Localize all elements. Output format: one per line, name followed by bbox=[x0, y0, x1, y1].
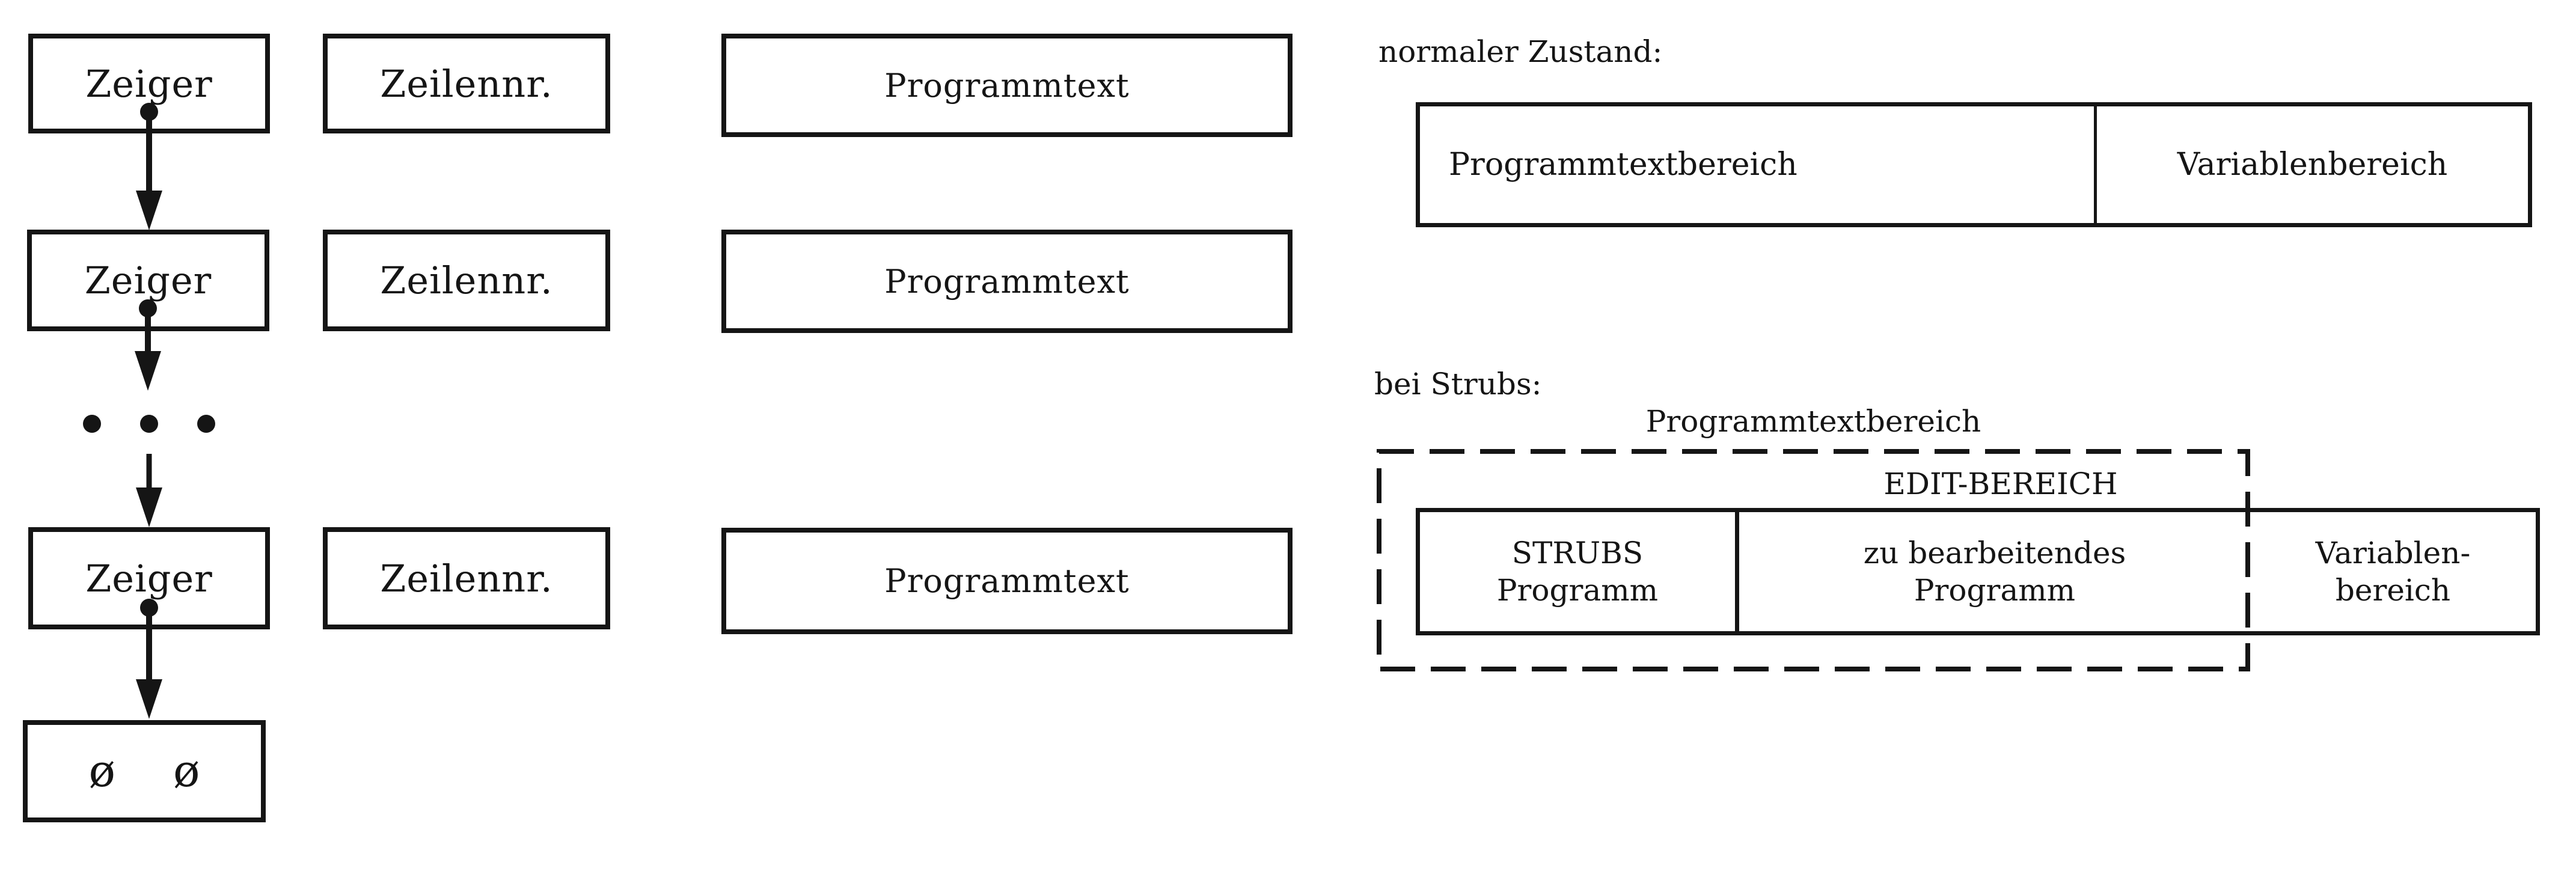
zeiger-label: Zeiger bbox=[84, 258, 212, 302]
variable-line1: Variablen- bbox=[2315, 536, 2471, 570]
zeilennr-box-2: Zeilennr. bbox=[323, 230, 610, 331]
variablenbereich-label: Variablenbereich bbox=[2177, 147, 2448, 183]
programmtext-label: Programmtext bbox=[884, 66, 1130, 105]
arrow-head-2 bbox=[135, 351, 161, 391]
programmtext-label: Programmtext bbox=[884, 562, 1130, 600]
programmtext-box-3: Programmtext bbox=[721, 528, 1293, 634]
programmtextbereich-label: Programmtextbereich bbox=[1449, 147, 1797, 183]
strubs-state-caption: bei Strubs: bbox=[1374, 367, 1542, 402]
arrow-head-4 bbox=[136, 679, 162, 719]
programmtext-box-1: Programmtext bbox=[721, 34, 1293, 137]
edit-line1: zu bearbeitendes bbox=[1863, 536, 2126, 570]
programmtext-box-2: Programmtext bbox=[721, 230, 1293, 333]
zeiger-box-3: Zeiger bbox=[28, 527, 270, 629]
zeiger-box-1: Zeiger bbox=[28, 34, 270, 133]
programmtextbereich-cell: Programmtextbereich bbox=[1420, 106, 2094, 223]
zeilennr-box-3: Zeilennr. bbox=[323, 527, 610, 629]
variablenbereich-strubs-label: Variablen-bereich bbox=[2316, 534, 2471, 609]
normal-state-caption: normaler Zustand: bbox=[1378, 34, 1663, 69]
zeilennr-label: Zeilennr. bbox=[380, 556, 553, 600]
zeilennr-box-1: Zeilennr. bbox=[323, 34, 610, 133]
zeiger-label: Zeiger bbox=[85, 61, 213, 106]
arrow-head-3 bbox=[136, 487, 162, 527]
variable-line2: bereich bbox=[2335, 573, 2451, 608]
variablenbereich-cell: Variablenbereich bbox=[2094, 106, 2528, 223]
edit-line2: Programm bbox=[1914, 573, 2076, 608]
zeiger-box-2: Zeiger bbox=[27, 230, 269, 331]
zeilennr-label: Zeilennr. bbox=[380, 61, 553, 106]
ellipsis-dot-2 bbox=[140, 415, 158, 433]
programmtextbereich-area-caption: Programmtextbereich bbox=[1645, 404, 1981, 439]
strubs-line1: STRUBS bbox=[1511, 536, 1644, 570]
variablenbereich-strubs-cell: Variablen-bereich bbox=[2250, 512, 2536, 631]
memory-box-normal: Programmtextbereich Variablenbereich bbox=[1416, 102, 2532, 227]
ellipsis-dot-1 bbox=[83, 415, 101, 433]
zeiger-label: Zeiger bbox=[85, 556, 213, 600]
zeilennr-label: Zeilennr. bbox=[380, 258, 553, 302]
null-symbol: ø bbox=[173, 745, 200, 797]
null-symbol: ø bbox=[88, 745, 115, 797]
programmtext-label: Programmtext bbox=[884, 262, 1130, 301]
ellipsis-dot-3 bbox=[197, 415, 215, 433]
strubs-line2: Programm bbox=[1496, 573, 1659, 608]
null-terminator-box: ø ø bbox=[23, 720, 266, 822]
arrow-head-1 bbox=[136, 191, 162, 230]
edit-bereich-caption: EDIT-BEREICH bbox=[1883, 466, 2118, 501]
